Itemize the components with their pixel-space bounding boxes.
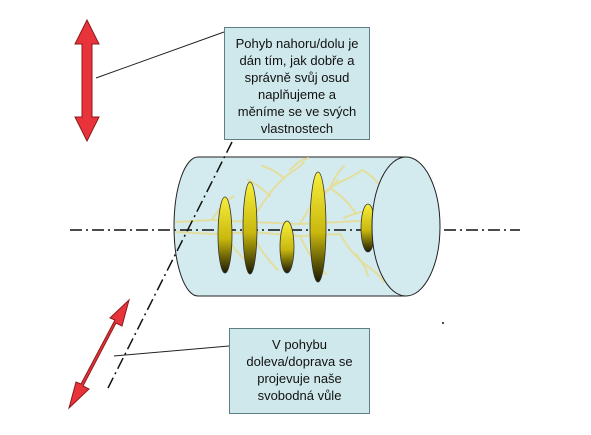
callout-horizontal-movement: V pohybu doleva/doprava se projevuje naš… — [229, 328, 370, 414]
callout-line: dán tím, jak dobře a — [239, 53, 355, 68]
callout-line: správně svůj osud — [244, 70, 350, 85]
callout-line: doleva/doprava se — [246, 354, 353, 369]
callout-line: svobodná vůle — [257, 388, 342, 403]
leader-line-vertical — [95, 31, 225, 79]
callout-line: V pohybu — [272, 337, 327, 352]
callout-vertical-movement: Pohyb nahoru/dolu je dán tím, jak dobře … — [224, 27, 370, 140]
callout-line: měníme se ve svých — [237, 104, 357, 119]
yellow-ellipse — [309, 171, 327, 283]
callout-line: projevuje naše — [257, 371, 342, 386]
diagonal-double-arrow-icon — [68, 298, 130, 410]
callout-line: vlastnostech — [260, 121, 334, 136]
yellow-ellipse — [279, 220, 295, 274]
cylinder-end-cap — [371, 156, 441, 297]
vertical-double-arrow-icon — [74, 18, 100, 143]
diagonal-axis — [107, 141, 233, 389]
cylinder — [70, 141, 520, 389]
leader-line-horizontal — [113, 345, 230, 357]
yellow-ellipse — [242, 181, 258, 275]
callout-line: Pohyb nahoru/dolu je — [235, 36, 359, 51]
stray-dot — [442, 322, 444, 324]
callout-line: naplňujeme a — [257, 87, 337, 102]
yellow-ellipse — [217, 196, 233, 274]
